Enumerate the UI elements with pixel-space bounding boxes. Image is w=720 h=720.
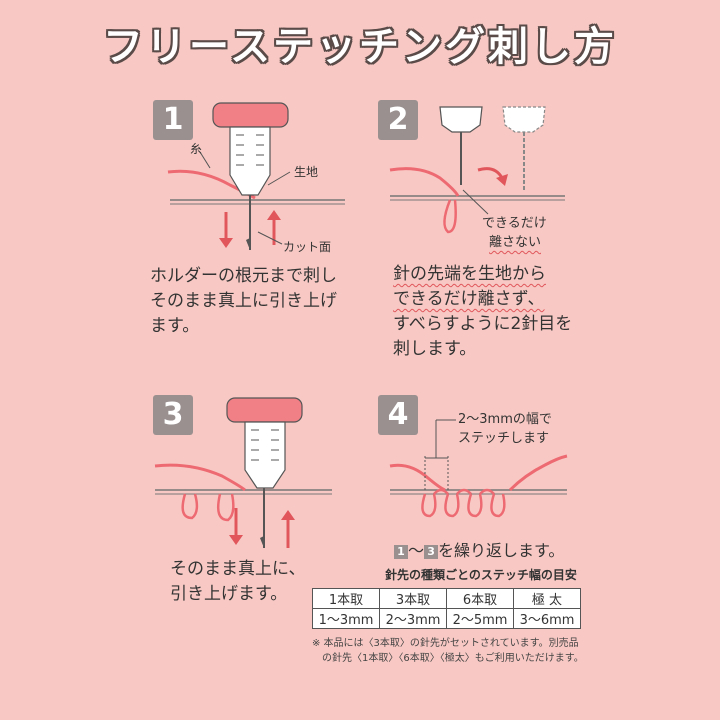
table-cell: 2〜5mm [446, 608, 514, 629]
step3-line2: 引き上げます。 [170, 584, 288, 604]
step2-label-a: できるだけ [482, 216, 547, 231]
thread-label: 糸 [190, 142, 203, 156]
fabric-label: 生地 [294, 165, 319, 179]
step2-number: 2 [378, 100, 418, 140]
table-header: 6本取 [446, 588, 514, 609]
table-header: 1本取 [312, 588, 380, 609]
table-caption: 針先の種類ごとのステッチ幅の目安 [385, 568, 577, 582]
step2-text: 針の先端を生地から できるだけ離さず、 すべらすように2針目を 刺します。 [393, 262, 572, 362]
step3-number: 3 [153, 395, 193, 435]
step1-text: ホルダーの根元まで刺し そのまま真上に引き上げ ます。 [150, 264, 337, 339]
footnote: ※ 本品には〈3本取〉の針先がセットされています。別売品 の針先〈1本取〉〈6本… [312, 636, 584, 666]
step4-label-a: 2〜3mmの幅で [458, 412, 552, 427]
table-row: 1〜3mm 2〜3mm 2〜5mm 3〜6mm [312, 608, 581, 629]
repeat-text: を繰り返します。 [438, 541, 565, 560]
table-header: 3本取 [379, 588, 447, 609]
step3-line1: そのまま真上に、 [170, 559, 306, 579]
step2-line4: 刺します。 [393, 339, 477, 359]
step2-label-b: 離さない [489, 235, 542, 250]
table-cell: 3〜6mm [513, 608, 581, 629]
table-cell: 2〜3mm [379, 608, 447, 629]
step3-text: そのまま真上に、 引き上げます。 [170, 557, 306, 607]
cut-face-label: カット面 [283, 240, 332, 254]
repeat-from-badge: 1 [394, 545, 408, 559]
step4-illustration [389, 419, 568, 518]
table-header-row: 1本取 3本取 6本取 極 太 [312, 588, 581, 609]
step2-line1: 針の先端を生地から [393, 264, 546, 284]
stitch-width-table: 1本取 3本取 6本取 極 太 1〜3mm 2〜3mm 2〜5mm 3〜6mm [312, 588, 581, 629]
repeat-tilde: 〜 [408, 541, 425, 560]
step2-line2: できるだけ離さず、 [393, 289, 545, 309]
table-header: 極 太 [513, 588, 581, 609]
step3-illustration [154, 397, 332, 548]
repeat-to-badge: 3 [424, 545, 439, 559]
table-cell: 1〜3mm [312, 608, 380, 629]
footnote-line2: の針先〈1本取〉〈6本取〉〈極太〉もご利用いただけます。 [322, 653, 584, 664]
step1-line3: ます。 [150, 316, 200, 336]
step2-illustration [389, 106, 565, 234]
step1-line2: そのまま真上に引き上げ [150, 291, 337, 311]
step1-illustration [167, 102, 345, 250]
step4-number: 4 [378, 395, 418, 435]
step4-label-b: ステッチします [458, 431, 550, 446]
step2-line3: すべらすように2針目を [393, 314, 573, 334]
step1-line1: ホルダーの根元まで刺し [150, 266, 337, 286]
step1-number: 1 [153, 100, 193, 140]
page-title: フリーステッチング刺し方 [103, 24, 617, 70]
footnote-line1: ※ 本品には〈3本取〉の針先がセットされています。別売品 [312, 638, 579, 649]
